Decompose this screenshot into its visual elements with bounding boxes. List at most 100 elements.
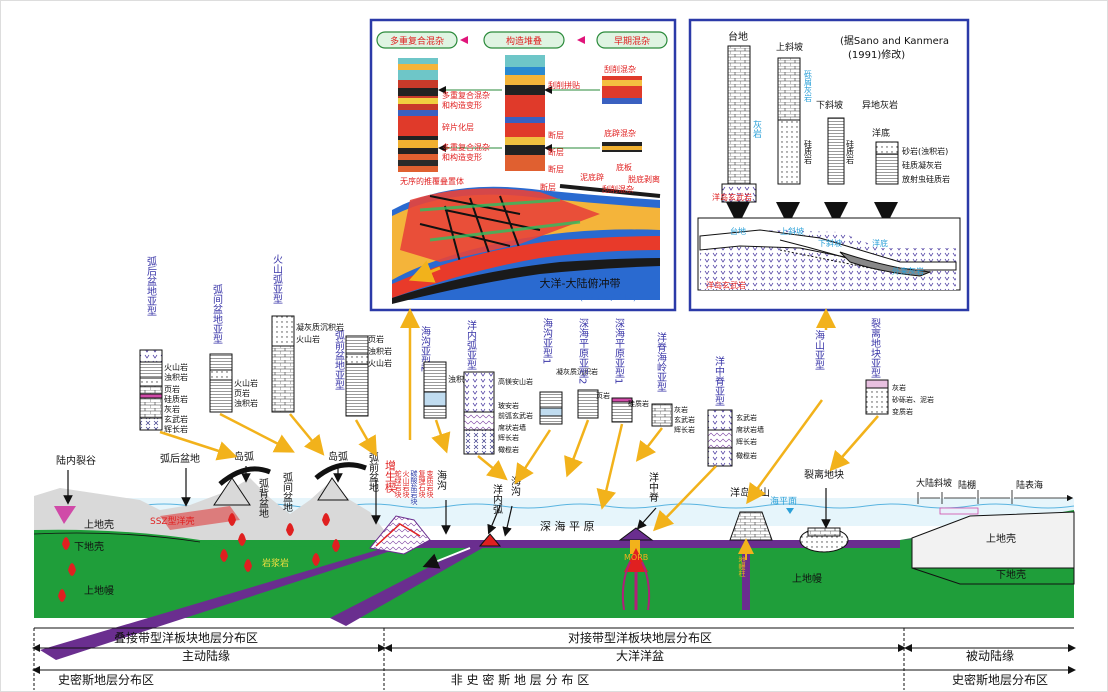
title-seamount-subtype: 海山亚型 (813, 329, 825, 370)
label-shelf: 陆棚 (958, 479, 976, 491)
label-scrape-mix: 刮削混杂 (604, 64, 636, 74)
connector-arrows (63, 308, 879, 537)
label-morb: MORB (624, 553, 648, 562)
label-multi-mix-1: 多重复合混杂 (442, 90, 490, 100)
label-magmatic-rock: 岩浆岩 (262, 557, 289, 569)
label-diapir-mix: 底辟混杂 (604, 128, 636, 138)
title-volcanic-arc-subtype: 火山弧亚型 (271, 254, 283, 304)
label-rifted-block: 裂离地块 (804, 468, 844, 481)
midridge-item-basalt: 玄武岩 (736, 413, 757, 422)
title-backarc-subtype: 弧后盆地亚型 (145, 255, 157, 316)
label-upper-mantle-right: 上地幔 (792, 572, 822, 585)
label-scrape-accrete: 刮削拼贴 (548, 80, 580, 90)
label-interarc-basin: 弧间盆地 (281, 471, 293, 512)
panel-b-citation-1: (据Sano and Kanmera (840, 34, 949, 47)
label-deform-2: 和构造变形 (442, 152, 482, 162)
label-carbonate-block: 碳酸盐岩块 (410, 469, 418, 506)
arcback-item-chert: 硅质岩 (164, 394, 188, 404)
label-seamount: 洋岛海山 (730, 486, 770, 499)
section-upper-slope: 上斜坡 (780, 226, 804, 236)
panel-b-citation-2: (1991)修改) (848, 48, 905, 61)
middle-stack-column (505, 55, 545, 171)
label-mud-diapir: 泥底辟 (580, 172, 604, 182)
zone-suture-belt: 对接带型洋板块地层分布区 (568, 630, 712, 645)
section-platform: 台地 (730, 226, 746, 236)
left-mixing-column (398, 58, 438, 172)
col-label-platform: 台地 (728, 30, 748, 43)
stage-label-stacking-text: 构造堆叠 (506, 35, 542, 47)
label-trench-b: 海沟 (509, 475, 521, 497)
title-ridge-sea-subtype: 洋脊海岭亚型 (655, 331, 667, 392)
col-label-ocean-floor: 洋底 (872, 127, 890, 139)
label-ophiolite-block: 蛇绿岩块 (394, 469, 402, 499)
intra-arc-item-hma: 高镁安山岩 (498, 377, 533, 386)
label-volcanic-block: 火山岩块 (402, 470, 410, 499)
cross-section (33, 462, 1074, 660)
ridge-item-limestone: 灰岩 (674, 405, 688, 414)
zone-passive-margin: 被动陆缘 (966, 648, 1014, 663)
trench2-item-turbidite: 浊积岩 (448, 374, 472, 384)
strat-columns: 弧后盆地亚型 火山岩 浊积岩 页岩 硅质岩 灰岩 玄武岩 辉长岩 弧间盆地亚型 … (139, 254, 934, 467)
title-trench2-subtype: 海沟亚型2 (419, 325, 431, 373)
label-ssz-crust: SSZ型洋壳 (150, 515, 195, 527)
panel-a-caption: 大洋-大陆俯冲带 (540, 276, 621, 290)
right-early-column (602, 76, 642, 152)
forearc-item-volcanic: 火山岩 (368, 358, 392, 368)
label-intracontinental-rift: 陆内裂谷 (56, 454, 96, 467)
label-scrape-mix-bottom: 刮削混杂 (602, 184, 634, 194)
label-plume: 地幔柱 (738, 555, 746, 578)
stage-label-early-text: 早期混杂 (614, 36, 650, 47)
zone-bands (32, 627, 1076, 690)
label-multi-mix-2: 多重复合混杂 (442, 142, 490, 152)
rift-item-limestone: 灰岩 (892, 383, 906, 392)
label-abyssal-plain: 深 海 平 原 (540, 519, 595, 533)
label-lower-crust-left: 下地壳 (74, 540, 104, 553)
col-label-upper-slope: 上斜坡 (776, 41, 803, 53)
subduction-block (392, 184, 661, 304)
forearc-item-shale: 页岩 (368, 334, 384, 344)
legend-tuff-chert: 硅质凝灰岩 (902, 160, 942, 170)
stage-label-multiple-text: 多重复合混杂 (390, 35, 444, 47)
label-upper-crust-right: 上地壳 (986, 532, 1016, 545)
ridge-item-basalt: 玄武岩 (674, 415, 695, 424)
label-fault-2: 断层 (548, 147, 564, 157)
arcback-item-shale: 页岩 (164, 384, 180, 394)
arcback-item-limestone: 灰岩 (164, 404, 180, 414)
label-trench: 海沟 (435, 469, 447, 491)
arcback-item-turbidite: 浊积岩 (164, 372, 188, 382)
midridge-item-gabbro: 辉长岩 (736, 437, 757, 446)
intra-arc-item-fab: 前弧玄武岩 (498, 411, 533, 420)
label-deform-1: 和构造变形 (442, 100, 482, 110)
zone-stacked-belt: 叠接带型洋板块地层分布区 (114, 630, 258, 645)
interarc-item-shale: 页岩 (234, 388, 250, 398)
section-ocean-floor: 洋底 (872, 238, 888, 248)
zone-smith-left: 史密斯地层分布区 (58, 672, 154, 687)
label-fragment-layer: 碎片化层 (442, 122, 474, 132)
abyssal2-item-shale: 页岩 (596, 391, 610, 400)
ridge-item-gabbro: 辉长岩 (674, 425, 695, 434)
arcback-item-volcanic: 火山岩 (164, 362, 188, 372)
label-chaotic-nappe: 无序的推覆叠置体 (400, 176, 464, 186)
interarc-item-turbidite: 浊积岩 (234, 398, 258, 408)
col-blue-breccia: 砾屑灰岩 (804, 69, 813, 103)
title-forearc-subtype: 弧前盆地亚型 (333, 329, 345, 390)
forearc-item-turbidite: 浊积岩 (368, 346, 392, 356)
title-interarc-subtype: 弧间盆地亚型 (211, 283, 223, 344)
label-epicontinental-sea: 陆表海 (1016, 479, 1043, 491)
title-abyssal1-subtype: 深海平原亚型1 (613, 318, 625, 385)
rift-item-sandstone: 砂砾岩、泥岩 (892, 395, 934, 404)
stage-label-stacking (483, 31, 565, 49)
label-sea-level: 海平面 (770, 495, 797, 507)
platform-column (727, 45, 751, 185)
rift-item-metamorphic: 变质岩 (892, 407, 913, 416)
label-forearc-basin: 弧前盆地 (367, 451, 379, 492)
label-accretion-wedge: 增生楔 (384, 459, 397, 494)
section-exotic-limestone: 外来灰岩 (892, 266, 924, 276)
zone-non-smith: 非 史 密 斯 地 层 分 布 区 (451, 672, 590, 687)
label-flysch-block: 复理石块 (418, 469, 426, 499)
label-continental-slope: 大陆斜坡 (916, 477, 952, 489)
col-label-lower-slope: 下斜坡 (816, 99, 843, 111)
label-mid-ocean-ridge: 洋中脊 (647, 471, 659, 503)
